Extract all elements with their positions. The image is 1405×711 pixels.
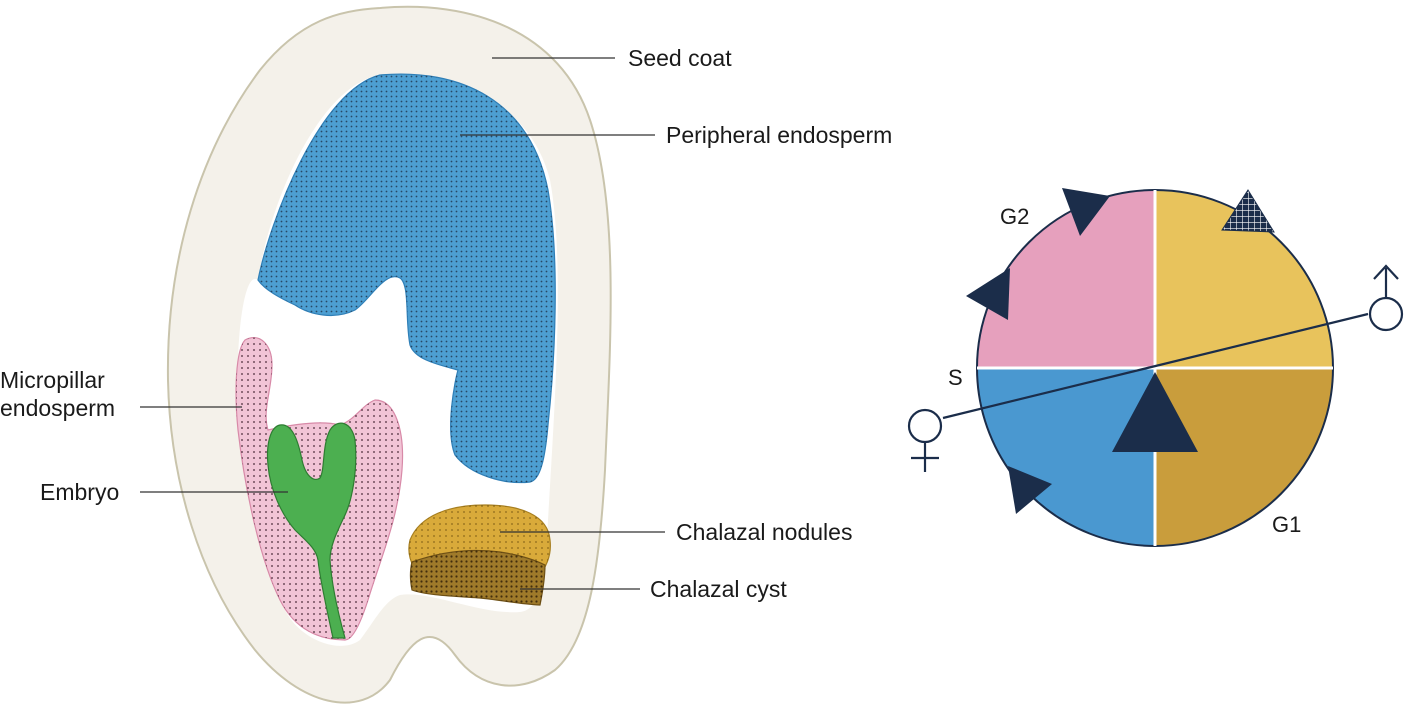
embryo — [266, 422, 357, 639]
arrowhead-bottom-icon — [1008, 466, 1052, 514]
female-symbol-icon — [907, 408, 943, 472]
hatched-arrowhead-icon — [1221, 189, 1275, 233]
peripheral-endosperm-texture — [258, 74, 556, 483]
chalazal-nodules-label: Chalazal nodules — [676, 519, 852, 545]
cell-cycle-diagram: G2 S G1 — [907, 188, 1404, 547]
male-symbol-icon — [1368, 264, 1404, 332]
seed-diagram: Seed coat Peripheral endosperm Micropill… — [0, 5, 892, 704]
sex-axis-line — [942, 312, 1369, 420]
peripheral-endosperm-label: Peripheral endosperm — [666, 122, 892, 148]
phase-label-s: S — [948, 365, 963, 390]
arrowhead-top-icon — [1062, 188, 1110, 236]
chalazal-cyst-texture — [410, 550, 545, 605]
seed-coat-label: Seed coat — [628, 45, 732, 71]
arrowhead-left-icon — [966, 268, 1010, 320]
micropillar-endosperm-label-line2: endosperm — [0, 395, 115, 421]
chalazal-cyst-label: Chalazal cyst — [650, 576, 787, 602]
phase-label-g1: G1 — [1272, 512, 1301, 537]
micropillar-endosperm-label-line1: Micropillar — [0, 367, 105, 393]
embryo-label: Embryo — [40, 479, 119, 505]
central-triangle-icon — [1112, 372, 1198, 452]
phase-label-g2: G2 — [1000, 204, 1029, 229]
